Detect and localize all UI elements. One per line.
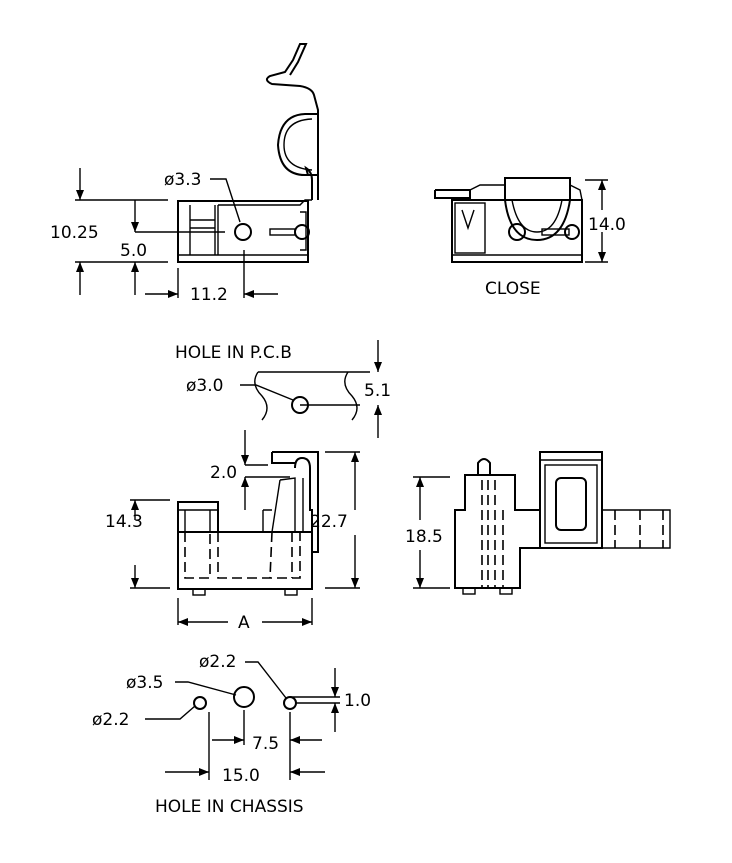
dim-pitch: 15.0 — [222, 766, 260, 786]
dim-offset-v: 1.0 — [344, 691, 371, 711]
dim-height-total: 10.25 — [50, 223, 99, 243]
pcb-hole-diameter: ø3.0 — [186, 376, 223, 396]
dim-dia-left: ø2.2 — [92, 710, 129, 730]
dim-dia-right: ø2.2 — [199, 652, 236, 672]
end-view: 18.5 — [405, 451, 671, 595]
chassis-hole-right — [283, 696, 297, 710]
dim-pitch-half: 7.5 — [252, 734, 279, 754]
mounting-hole — [234, 223, 252, 241]
dim-height-body: 14.3 — [105, 512, 143, 532]
dim-dia-center: ø3.5 — [126, 673, 163, 693]
dim-gap: 2.0 — [210, 463, 237, 483]
chassis-hole-center — [233, 686, 255, 708]
dim-height-hole: 5.0 — [120, 241, 147, 261]
dim-height-close: 14.0 — [588, 215, 626, 235]
pcb-hole — [291, 396, 309, 414]
dim-height-total-front: 22.7 — [310, 512, 348, 532]
chassis-hole-left — [193, 696, 207, 710]
pcb-hole-title: HOLE IN P.C.B — [175, 343, 292, 363]
dim-pcb-offset: 5.1 — [364, 381, 391, 401]
front-view: 2.0 14.3 22.7 A — [105, 430, 360, 633]
dim-hole-offset: 11.2 — [190, 285, 228, 305]
close-caption: CLOSE — [485, 279, 541, 299]
chassis-hole-view: ø3.5 ø2.2 ø2.2 1.0 7.5 15.0 HOLE IN CHAS… — [92, 652, 371, 817]
dim-height-end: 18.5 — [405, 527, 443, 547]
side-view: ø3.3 10.25 5.0 11.2 — [50, 43, 319, 305]
dim-width-a: A — [238, 613, 250, 633]
hole-diameter-label: ø3.3 — [164, 170, 201, 190]
pcb-hole-view: HOLE IN P.C.B ø3.0 5.1 — [175, 340, 391, 438]
chassis-hole-title: HOLE IN CHASSIS — [155, 797, 304, 817]
close-view: 14.0 CLOSE — [434, 177, 626, 299]
